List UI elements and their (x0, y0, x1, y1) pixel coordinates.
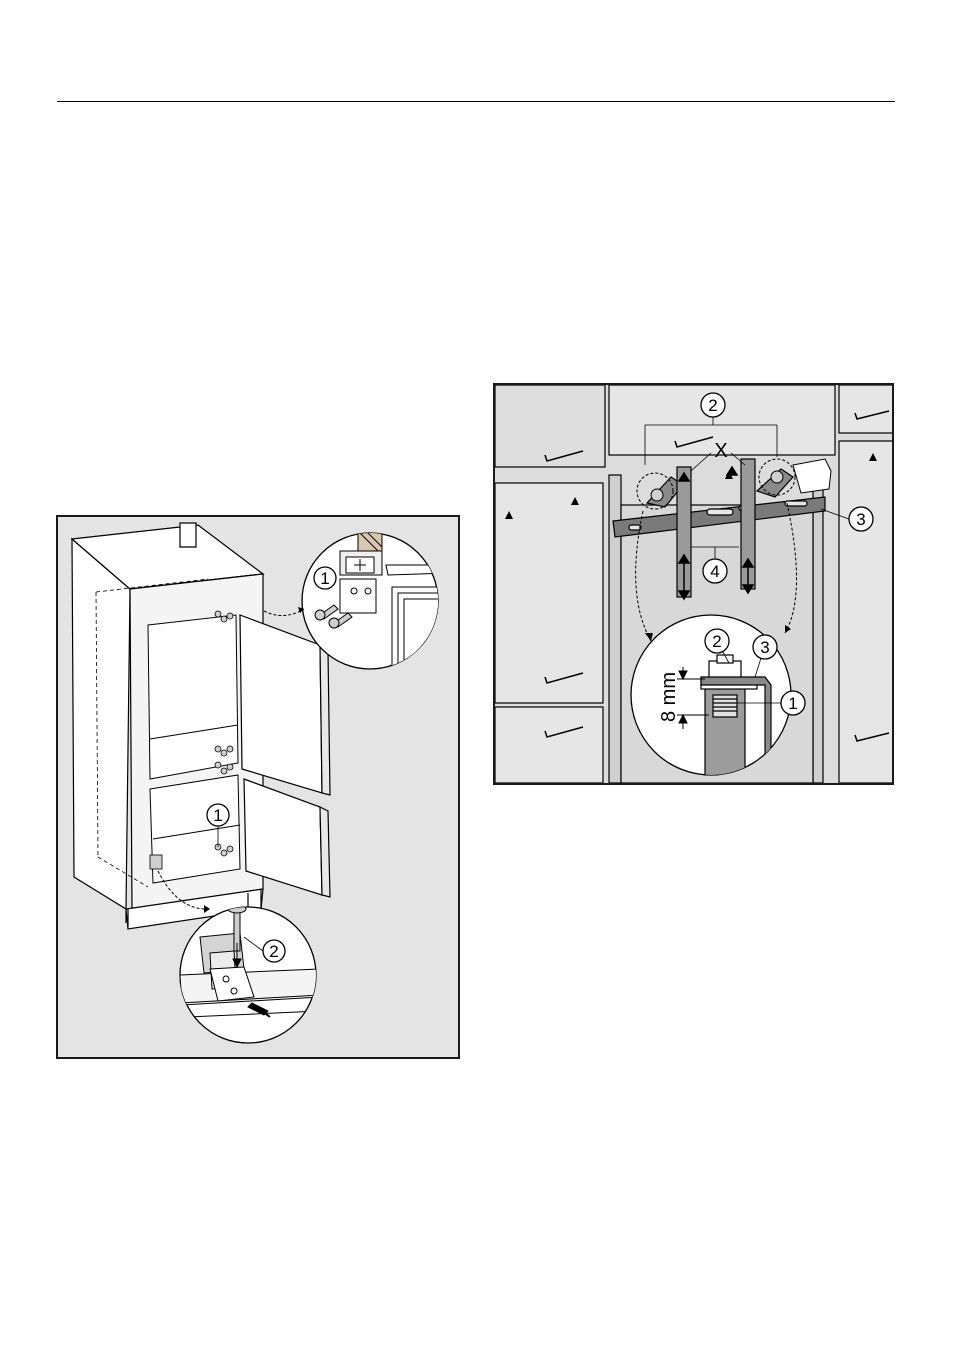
callout-rails: 4 (710, 562, 719, 581)
header-rule (57, 101, 895, 102)
callout-cabinet: 1 (213, 806, 222, 825)
callout-bottom-detail: 2 (269, 942, 278, 961)
cabinet-installation-figure: 1 1 (56, 515, 460, 1059)
callout-bolt: 1 (788, 694, 797, 713)
detail-pointer (264, 609, 304, 616)
callout-bracket: 3 (856, 510, 865, 529)
door-mounting-drawing: 2 X 3 4 (495, 385, 892, 783)
callout-top: 2 (708, 396, 717, 415)
callout-nut: 2 (712, 632, 721, 651)
callout-plate: 3 (760, 638, 769, 657)
dimension-label: 8 mm (658, 672, 680, 722)
appliance-interior (148, 615, 240, 883)
callout-top-detail: 1 (320, 569, 329, 588)
cabinet-installation-drawing: 1 1 (58, 517, 458, 1057)
x-mark-label: X (714, 440, 727, 462)
door-mounting-bracket-figure: 2 X 3 4 (493, 383, 894, 785)
